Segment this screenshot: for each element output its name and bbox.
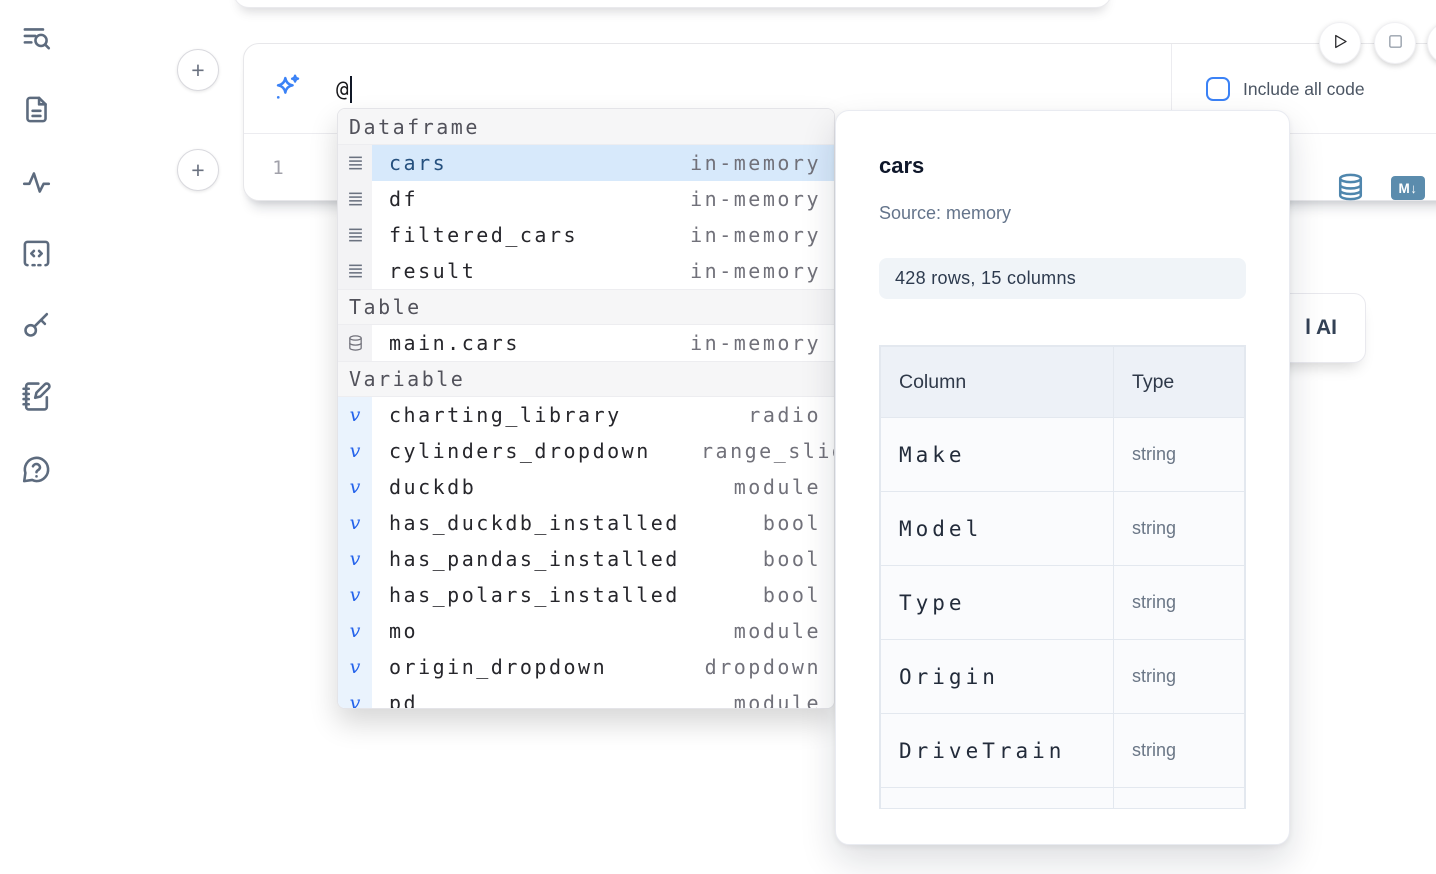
variable-icon: v: [338, 505, 372, 541]
column-header: Column: [881, 347, 1114, 418]
table-row: Make string: [881, 418, 1245, 492]
sidebar-item-snippets[interactable]: [18, 237, 54, 273]
rows-icon: [338, 181, 372, 217]
table-row: Type string: [881, 566, 1245, 640]
include-all-code-checkbox[interactable]: [1206, 77, 1230, 101]
file-text-icon: [21, 94, 52, 128]
sidebar: [0, 0, 72, 874]
variable-icon: v: [338, 433, 372, 469]
variable-icon: v: [338, 577, 372, 613]
dataframe-preview-panel: cars Source: memory 428 rows, 15 columns…: [835, 110, 1290, 845]
section-header-dataframe: Dataframe: [338, 109, 834, 145]
sidebar-item-tracing[interactable]: [18, 166, 54, 202]
autocomplete-item-mo[interactable]: v mo module: [338, 613, 834, 649]
autocomplete-item-origin-dropdown[interactable]: v origin_dropdown dropdown: [338, 649, 834, 685]
autocomplete-item-pd[interactable]: v pd module: [338, 685, 834, 709]
database-icon: [338, 325, 372, 361]
sidebar-item-files[interactable]: [18, 93, 54, 129]
section-header-table: Table: [338, 289, 834, 325]
include-all-code-label: Include all code: [1243, 79, 1365, 100]
code-square-dashed-icon: [21, 238, 52, 272]
autocomplete-item-filtered-cars[interactable]: filtered_cars in-memory: [338, 217, 834, 253]
autocomplete-item-has-pandas-installed[interactable]: v has_pandas_installed bool: [338, 541, 834, 577]
preview-source: Source: memory: [879, 203, 1246, 224]
rows-icon: [338, 145, 372, 181]
activity-icon: [21, 167, 52, 201]
stop-button[interactable]: [1374, 22, 1416, 64]
autocomplete-item-charting-library[interactable]: v charting_library radio: [338, 397, 834, 433]
autocomplete-item-has-polars-installed[interactable]: v has_polars_installed bool: [338, 577, 834, 613]
notebook-pen-icon: [21, 381, 52, 415]
autocomplete-item-cylinders-dropdown[interactable]: v cylinders_dropdown range_slider: [338, 433, 834, 469]
key-icon: [21, 309, 52, 343]
table-row: Origin string: [881, 640, 1245, 714]
stop-square-icon: [1387, 33, 1404, 53]
run-button[interactable]: [1319, 22, 1361, 64]
text-cursor: [350, 76, 352, 103]
autocomplete-item-duckdb[interactable]: v duckdb module: [338, 469, 834, 505]
table-row: Model string: [881, 492, 1245, 566]
sidebar-item-secrets[interactable]: [18, 308, 54, 344]
database-icon[interactable]: [1336, 172, 1365, 205]
variable-icon: v: [338, 469, 372, 505]
sparkles-icon: [270, 72, 302, 109]
variable-icon: v: [338, 649, 372, 685]
sidebar-item-help[interactable]: [18, 453, 54, 489]
variable-icon: v: [338, 397, 372, 433]
autocomplete-item-main-cars[interactable]: main.cars in-memory: [338, 325, 834, 361]
add-cell-button-bottom[interactable]: +: [177, 149, 219, 191]
markdown-icon[interactable]: M↓: [1391, 176, 1425, 200]
variable-icon: v: [338, 685, 372, 709]
autocomplete-item-has-duckdb-installed[interactable]: v has_duckdb_installed bool: [338, 505, 834, 541]
table-row: DriveTrain string: [881, 714, 1245, 788]
preview-title: cars: [879, 153, 1246, 179]
autocomplete-item-df[interactable]: df in-memory: [338, 181, 834, 217]
sidebar-item-search[interactable]: [18, 22, 54, 58]
rows-icon: [338, 253, 372, 289]
preview-shape-badge: 428 rows, 15 columns: [879, 258, 1246, 299]
variable-icon: v: [338, 541, 372, 577]
preview-schema-table: Column Type Make string Model string Typ…: [879, 345, 1246, 809]
table-row-clipped: [881, 788, 1245, 810]
play-icon: [1331, 32, 1350, 54]
sidebar-item-scratchpad[interactable]: [18, 380, 54, 416]
autocomplete-dropdown: Dataframe cars in-memory df in-memory fi…: [337, 108, 835, 709]
help-bubble-icon: [21, 454, 52, 488]
previous-cell-edge: [233, 0, 1112, 8]
variable-icon: v: [338, 613, 372, 649]
line-number: 1: [266, 134, 290, 201]
table-header-row: Column Type: [881, 347, 1245, 418]
add-cell-button-top[interactable]: +: [177, 49, 219, 91]
rows-icon: [338, 217, 372, 253]
list-search-icon: [21, 23, 52, 57]
type-header: Type: [1114, 347, 1245, 418]
autocomplete-item-result[interactable]: result in-memory: [338, 253, 834, 289]
section-header-variable: Variable: [338, 361, 834, 397]
autocomplete-item-cars[interactable]: cars in-memory: [338, 145, 834, 181]
